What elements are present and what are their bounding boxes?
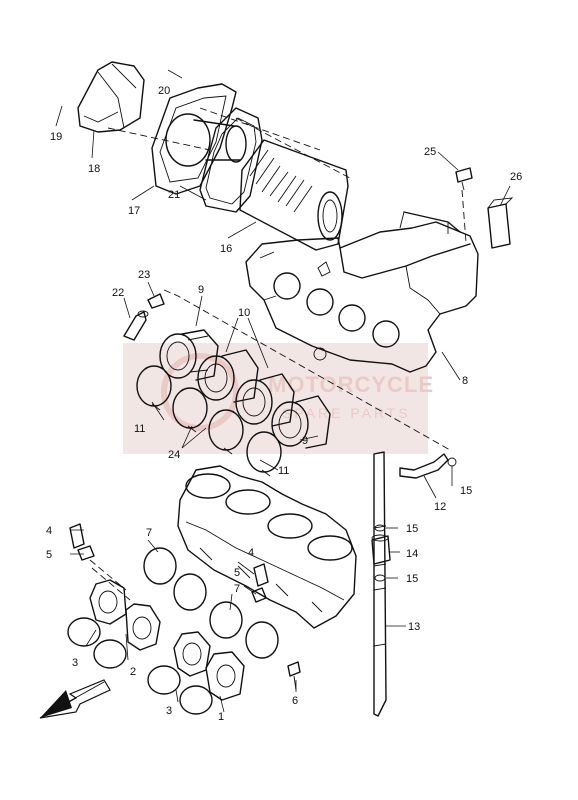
callout-7-right: 7 xyxy=(234,583,240,595)
watermark-logo xyxy=(161,353,239,431)
intake-manifold-1 xyxy=(173,631,245,701)
assembly-guide-cover xyxy=(107,107,351,179)
callout-5-right: 5 xyxy=(234,567,240,579)
assembly-guide-bolt xyxy=(461,189,467,243)
air-filter-element-16 xyxy=(239,139,349,251)
callout-22: 22 xyxy=(112,287,124,299)
callout-19: 19 xyxy=(50,131,62,143)
watermark-band xyxy=(123,343,428,454)
intake-manifold-2 xyxy=(89,579,161,651)
clamp-11-group xyxy=(136,365,282,477)
callout-9-bottom: 9 xyxy=(302,435,308,447)
callout-7-left: 7 xyxy=(146,527,152,539)
callout-3-right: 3 xyxy=(166,705,172,717)
callout-3-left: 3 xyxy=(72,657,78,669)
hose-22 xyxy=(123,310,149,341)
callout-17: 17 xyxy=(128,205,140,217)
callout-13: 13 xyxy=(408,621,420,633)
callout-2: 2 xyxy=(130,666,136,678)
assembly-guide-hose xyxy=(163,289,451,451)
callout-24: 24 xyxy=(168,449,180,461)
front-direction-arrow-icon xyxy=(39,679,111,719)
callout-11-right: 11 xyxy=(278,465,289,477)
gasket-21 xyxy=(199,107,263,213)
callout-1: 1 xyxy=(218,711,224,723)
callout-8: 8 xyxy=(462,375,468,387)
joint-14 xyxy=(371,534,391,565)
callout-4-left: 4 xyxy=(46,525,52,537)
screw-6 xyxy=(287,661,301,691)
callout-10: 10 xyxy=(238,307,250,319)
carburetor-assembly xyxy=(177,465,357,629)
callout-14: 14 xyxy=(406,548,418,560)
hose-13 xyxy=(373,451,387,717)
clip-23 xyxy=(147,293,165,309)
cap-4-and-5 xyxy=(69,523,269,603)
cover-bracket-18 xyxy=(77,61,145,133)
callout-5-left: 5 xyxy=(46,549,52,561)
callout-16: 16 xyxy=(220,243,232,255)
clamp-7-group xyxy=(143,547,279,659)
carburetor-joint-9-left xyxy=(159,329,219,381)
callout-15-mid: 15 xyxy=(406,523,418,535)
leader-lines xyxy=(55,69,511,713)
callout-23: 23 xyxy=(138,269,150,281)
watermark: MOTORCYCLE SPARE PARTS xyxy=(123,343,434,454)
carburetor-joint-10-a xyxy=(197,349,259,403)
bolt-25 xyxy=(455,167,473,191)
callout-9-top: 9 xyxy=(198,284,204,296)
callout-12: 12 xyxy=(434,501,446,513)
air-filter-case-8 xyxy=(245,211,479,373)
carburetor-joint-10-b xyxy=(235,373,295,427)
callout-26: 26 xyxy=(510,171,522,183)
assembly-guide-manifold xyxy=(89,559,131,601)
watermark-tagline: SPARE PARTS xyxy=(282,405,411,421)
callout-25: 25 xyxy=(424,146,436,158)
callout-11-left: 11 xyxy=(134,423,145,435)
callout-6: 6 xyxy=(292,695,298,707)
callout-15-low: 15 xyxy=(406,573,418,585)
callout-21: 21 xyxy=(168,189,180,201)
hose-12 xyxy=(399,453,449,479)
air-filter-case-cap-17 xyxy=(151,83,247,195)
callout-18: 18 xyxy=(88,163,100,175)
callout-labels: 19 18 20 17 21 16 25 26 23 22 9 10 8 11 … xyxy=(46,85,522,723)
o-ring-3-group xyxy=(67,617,213,715)
clip-15-group xyxy=(374,457,457,582)
callout-4-right: 4 xyxy=(248,547,254,559)
callout-15-top: 15 xyxy=(460,485,472,497)
callout-20: 20 xyxy=(158,85,170,97)
watermark-brand: MOTORCYCLE xyxy=(268,372,434,397)
carburetor-joint-9-right xyxy=(271,395,331,449)
